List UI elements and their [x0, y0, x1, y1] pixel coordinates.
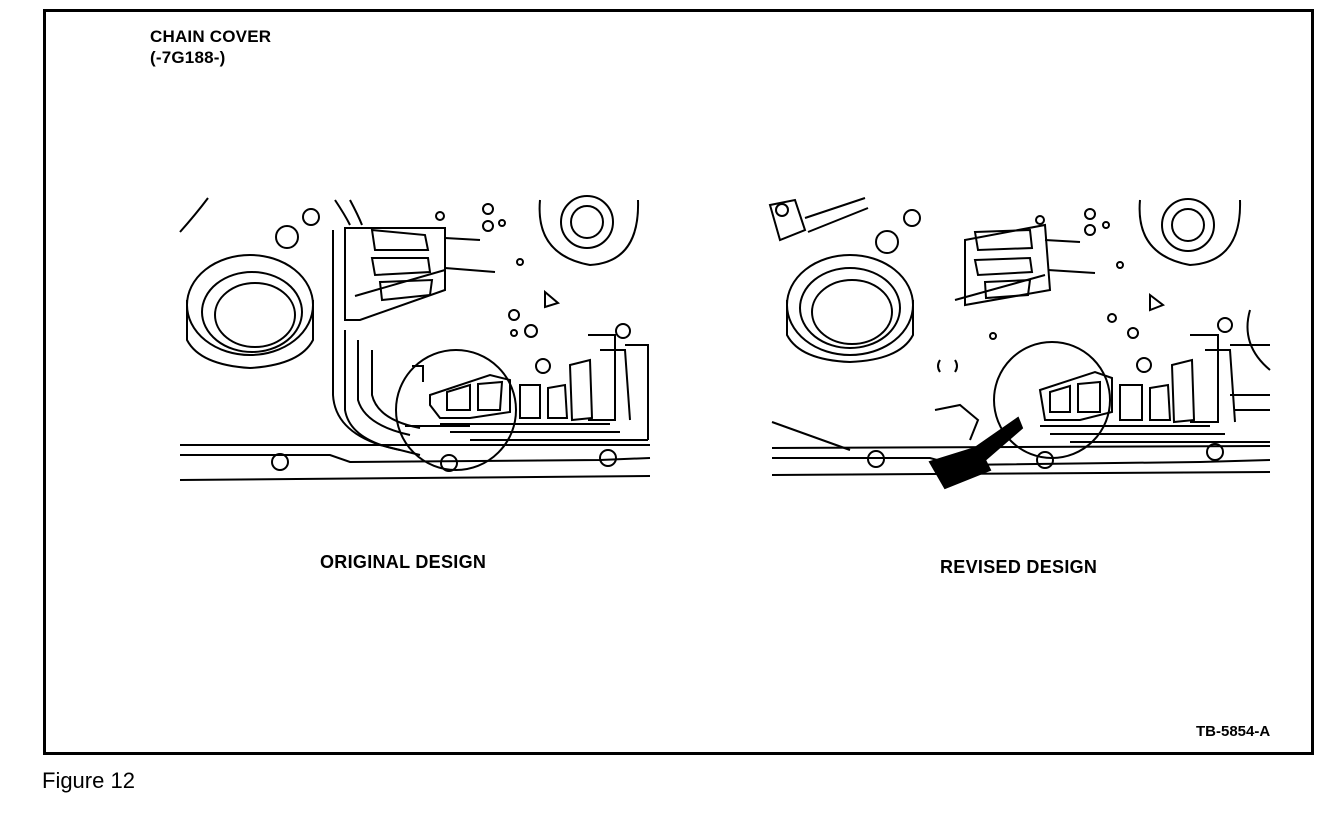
right-seal-ring: [1140, 199, 1240, 265]
arrow-pointer-icon: [930, 418, 1022, 488]
original-design-label: ORIGINAL DESIGN: [320, 552, 487, 572]
left-seal-ring: [787, 255, 913, 362]
valve-channels: [430, 335, 648, 440]
original-detail-circle: [396, 350, 516, 470]
part-name: CHAIN COVER: [150, 27, 272, 46]
bracket: [770, 198, 868, 240]
revised-detail-circle: [994, 342, 1110, 458]
left-seal-ring: [187, 255, 313, 368]
revised-design-label: REVISED DESIGN: [940, 557, 1098, 577]
figure-label: Figure 12: [42, 768, 135, 793]
right-seal-ring: [540, 196, 638, 265]
figure-frame: [43, 9, 1314, 755]
part-number: (-7G188-): [150, 48, 226, 67]
part-title: CHAIN COVER (-7G188-): [150, 26, 271, 68]
solenoid-body: [955, 225, 1095, 305]
solenoid-body: [335, 200, 495, 320]
reference-number: TB-5854-A: [1196, 723, 1271, 740]
